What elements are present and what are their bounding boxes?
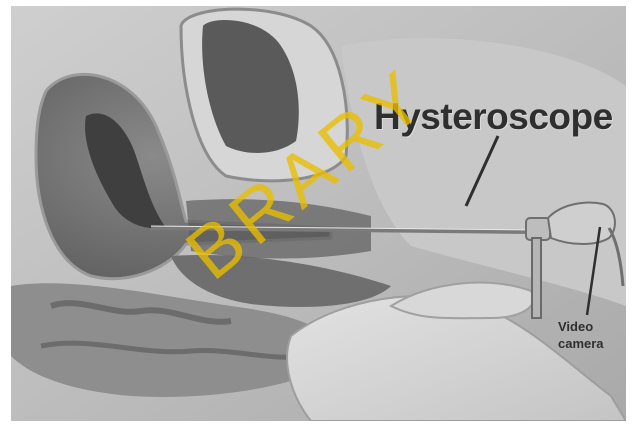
label-video-camera-line1: Video <box>558 318 604 335</box>
light-cable-post <box>532 238 541 318</box>
label-video-camera-line2: camera <box>558 335 604 352</box>
hysteroscope-body <box>526 218 550 240</box>
label-video-camera: Video camera <box>558 318 604 352</box>
